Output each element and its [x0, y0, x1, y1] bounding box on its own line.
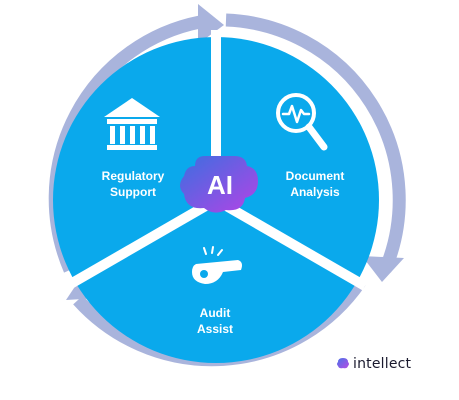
regulatory-support-label: Regulatory Support — [101, 169, 165, 199]
arrowhead-right — [362, 256, 404, 282]
audit-assist-label: Audit Assist — [196, 306, 234, 336]
ring-arc-top-right — [225, 13, 406, 273]
intellect-logo: intellect — [335, 352, 411, 376]
magnifier-waveform-icon — [276, 93, 328, 151]
arrowhead-top — [198, 4, 224, 44]
brand-name: intellect — [353, 356, 412, 372]
ai-badge-text: AI — [207, 170, 233, 200]
intellect-logo-icon — [337, 358, 349, 369]
whistle-icon — [192, 246, 242, 284]
ai-cloud-badge-icon — [180, 156, 258, 213]
document-analysis-label: Document Analysis — [285, 169, 345, 199]
bank-building-icon — [104, 98, 160, 150]
